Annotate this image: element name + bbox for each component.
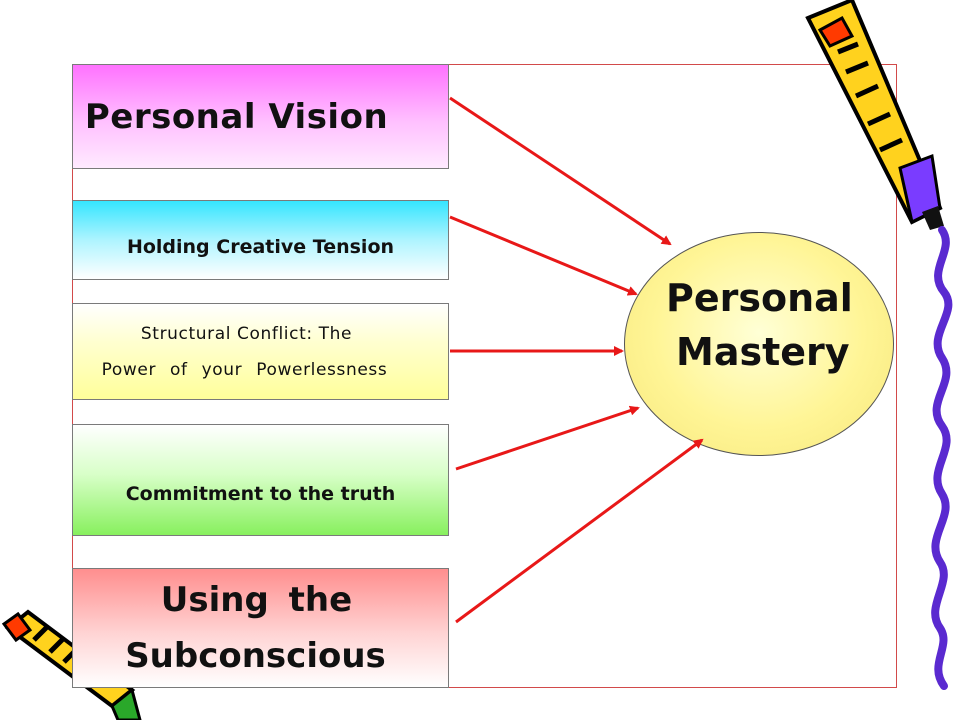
structural-conflict-label-line1: Structural Conflict: The [140, 323, 353, 344]
arrow-tension [449, 215, 638, 296]
pencil-icon [805, 0, 944, 230]
structural-conflict-box: Structural Conflict: The Power of your P… [72, 303, 449, 400]
structural-conflict-label-line2: Power of your Powerlessness [101, 359, 388, 380]
creative-tension-box: Holding Creative Tension [72, 200, 449, 280]
commitment-truth-box: Commitment to the truth [72, 424, 449, 536]
creative-tension-label: Holding Creative Tension [126, 236, 395, 258]
squiggle-line [931, 226, 953, 690]
personal-vision-box: Personal Vision [72, 64, 449, 169]
personal-vision-label: Personal Vision [84, 96, 389, 137]
commitment-truth-label: Commitment to the truth [125, 483, 396, 505]
subconscious-label-line1: Using the [160, 580, 353, 620]
personal-mastery-label-line2: Mastery [676, 330, 850, 374]
arrow-vision [449, 96, 672, 246]
personal-mastery-ellipse [624, 232, 894, 456]
arrow-subconscious [455, 438, 704, 624]
personal-mastery-label-line1: Personal [666, 276, 853, 320]
subconscious-label-line2: Subconscious [125, 636, 386, 676]
subconscious-box: Using the Subconscious [72, 568, 449, 688]
arrow-commitment [455, 405, 640, 471]
